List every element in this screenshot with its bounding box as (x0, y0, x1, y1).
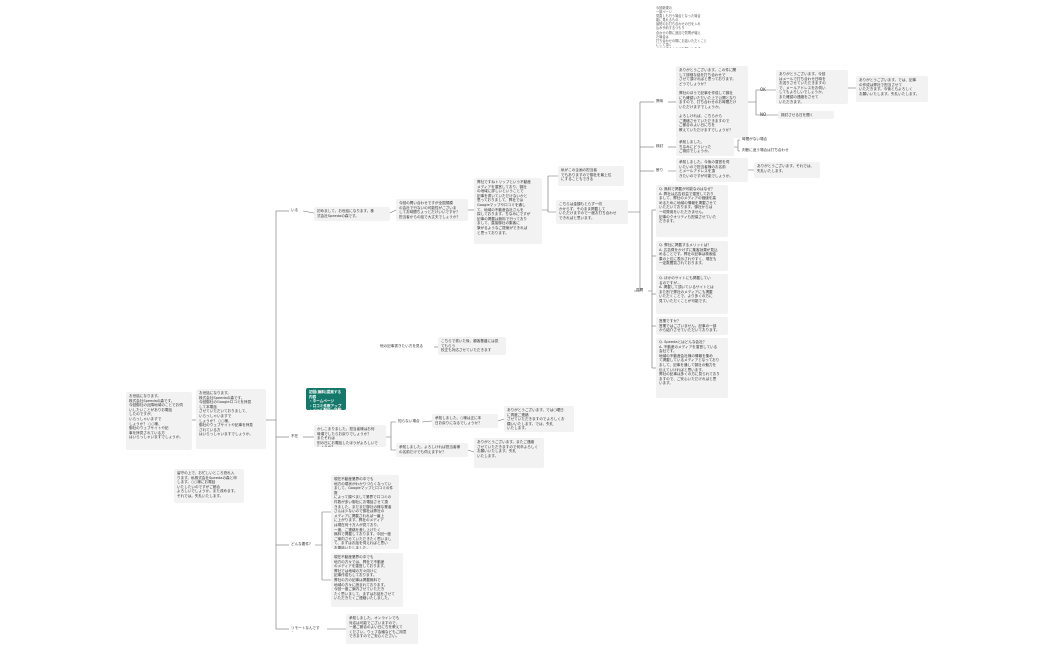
top-note: 今回新規の 一部ページ 見直しも行う場合となった場合 能に見れるもの 最短のお打… (656, 6, 707, 48)
qa-company[interactable]: Q. Speedaとはどんな会社？ A. 不動産のメディアを運営している 会社で… (656, 338, 728, 398)
absent-thanks[interactable]: ありがとうございます。またご連絡 させていただきますので何卒よろしく お願いいた… (474, 438, 544, 468)
qa-free[interactable]: Q. 無料で掲載が可能なのはなぜ？ A. 弊社は広告収益で運営しており まして、… (656, 185, 728, 237)
iru-pitch[interactable]: 弊社ですねトリップという不動産 メディアを運営しており、御社 の地域に詳しいとい… (474, 178, 542, 244)
branch-unknown[interactable]: 知らない場合 (398, 419, 420, 423)
kotowari-closing[interactable]: ありがとうございます。それでは、 失礼いたします。 (754, 162, 820, 178)
absent-ask-return[interactable]: かしこまりました。担当者様はお何 時頃でしたらお戻りでしょうか？ またそれは 別… (314, 425, 386, 447)
kentou-answer[interactable]: 承知しました。 ちなみにどういった ご検討でしょうか。 (676, 138, 734, 156)
branch-remote[interactable]: リモートなんですよ。 (291, 626, 320, 632)
kentou-no-time[interactable]: 時間がない場合 (742, 137, 768, 141)
remote-answer[interactable]: 承知しました。オンラインでも 対応は可能でございますので、 一度ご都合のよい日に… (346, 614, 418, 644)
label-ok: OK (760, 87, 766, 92)
qa-sales[interactable]: 営業ですか？ 営業ではございません。記事の一部 から紹介させていただいております… (656, 317, 728, 335)
question-other-writers[interactable]: 他の記事書きたい方を見る (380, 344, 424, 348)
reaction-kyomi[interactable]: 興味 (656, 99, 664, 103)
donna-explain-2[interactable]: 現在不動産業界の中でも 地方の方々では、弊社で不動産 のメディアを運営しておりま… (331, 553, 403, 607)
edge-qa-trunk (648, 210, 653, 368)
label-no: NO (760, 112, 767, 117)
intro-node[interactable]: お世話になります。 株式会社Speedaの森です。 今回御社のGoogle口コミ… (196, 389, 266, 449)
iru-greeting[interactable]: 初めまして。お世話になります。株 式会社Speedaの森です。 (314, 207, 390, 221)
iru-priority-note[interactable]: 私がこの企画の担当者 でもありますので御社を最上位 にすることもできる (558, 166, 624, 186)
kyomi-answer[interactable]: ありがとうございます。この件に関 して詳細な話を打ち合わせで させて頂ければと思… (676, 66, 748, 138)
reaction-kotowari[interactable]: 断り (656, 168, 664, 172)
kotowari-answer[interactable]: 承知しました。今後の運営を伺 いたいので担当者様のお名前 とメールアドレスを頂 … (676, 158, 748, 182)
branch-iru[interactable]: いる (291, 208, 299, 212)
edge-reaction-trunk (628, 102, 641, 291)
reaction-qa[interactable]: 質問 (636, 288, 644, 292)
edge-iru-1 (302, 210, 315, 214)
absent-ask-name[interactable]: 承知しました。よろしければ担当者様 の名前だけでも伺えますか？ (396, 443, 468, 457)
proposal-pill: 初回(無料)提案する内容 ・ホームページ ・口コミ件数アップ ・メール配信一括配… (306, 388, 346, 410)
branch-donna[interactable]: どんな要件? (291, 542, 311, 546)
kentou-meeting[interactable]: 判断に迷う場合は打ち合わせ (742, 148, 789, 152)
edge-fuzai-split (386, 421, 396, 451)
ok-closing[interactable]: ありがとうございます。では、記事 の作成は弊社で担当させて いただきます。今後と… (856, 76, 928, 102)
iru-free-meeting[interactable]: こちらは金額もとらず一切 かからず、そのまま掲載して いただけますので一度お打ち… (556, 200, 628, 224)
ok-answer[interactable]: ありがとうございます。今回 はメールで打ち合わせ日時を お送りさせていただきます… (776, 70, 848, 104)
edge-donna (315, 511, 331, 581)
iru-ask-time[interactable]: 今回の問い合わせですが全国規模 の会社で行ないの可能性がございま してお時間ちょ… (396, 199, 468, 221)
absent-reply-node[interactable]: 留守の上で、お忙しいところ恐れ入 ります。私株式会社Speedaの森と申 します… (174, 469, 244, 503)
unknown-callback[interactable]: ありがとうございます。では○曜日 に再度ご連絡 させていただきますのでよろしくお… (504, 406, 574, 432)
question-other-writers-answer[interactable]: こちらで書いた後、顧客基盤には見 てもらう 校正も対応させていただきます (438, 337, 506, 355)
root-node[interactable]: お世話になります。 株式会社Speedaの森です。 今回御社の近隣地域のことでお… (126, 392, 192, 450)
reaction-kentou[interactable]: 検討 (656, 144, 664, 148)
no-answer[interactable]: 検討させる日を聞く (778, 111, 834, 119)
donna-explain-1[interactable]: 現在不動産業界の中でも 地方の現状がわかりづらくなってい まして、Googleマ… (331, 475, 399, 549)
qa-other-sites[interactable]: Q. ほかのサイトにも掲載してい るのですが… A. 掲載して頂いているサイトと… (656, 274, 728, 314)
qa-merit[interactable]: Q. 弊社に掲載するメリットは？ A. 広告費をかけずに集客効果が見込 めること… (656, 241, 728, 271)
unknown-ask[interactable]: 承知しました。○様は正に本 日お戻りになるでしょうか？ (432, 414, 498, 428)
branch-fuzai[interactable]: 不在 (291, 434, 299, 438)
